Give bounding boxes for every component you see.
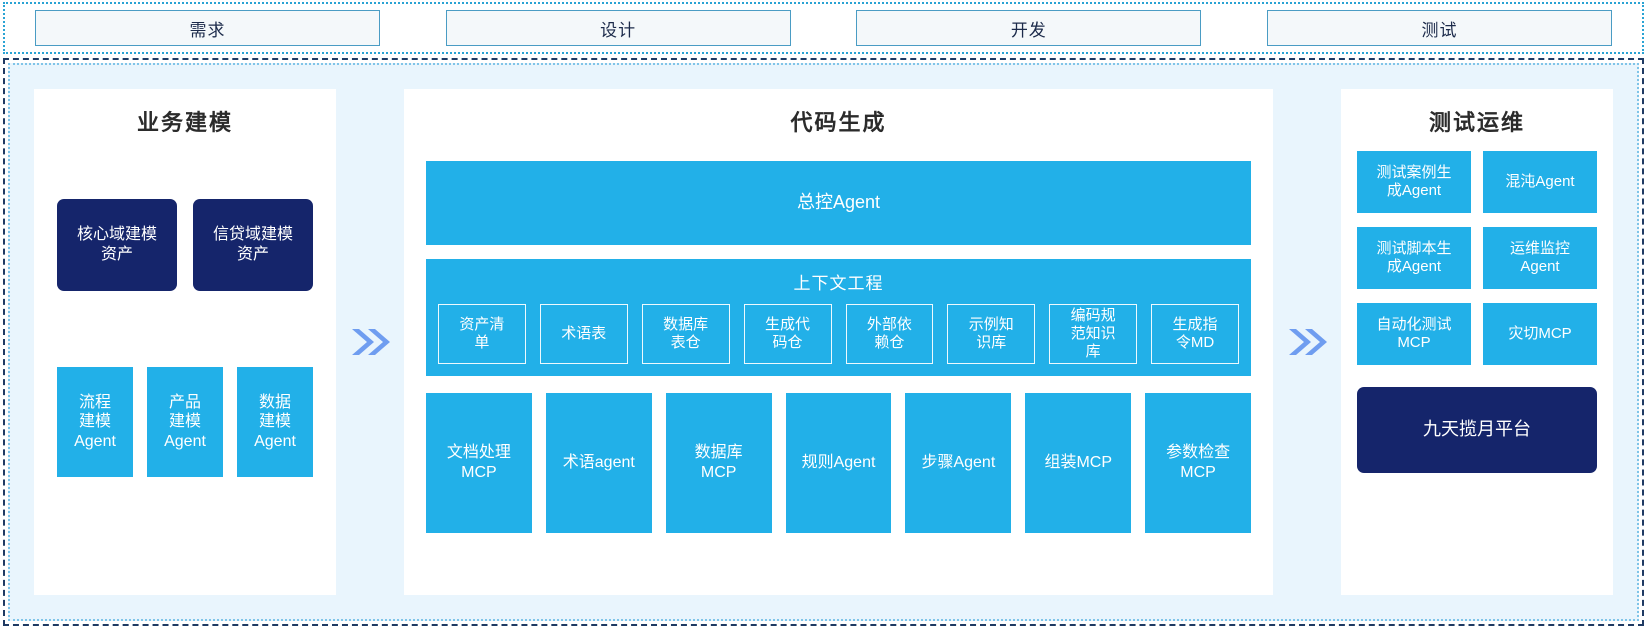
tool-assembly-mcp[interactable]: 组装MCP [1025, 393, 1132, 533]
tool-parameter-check-mcp[interactable]: 参数检查 MCP [1145, 393, 1252, 533]
test-ops-row: 自动化测试 MCP 灾切MCP [1357, 303, 1597, 365]
stage-requirements[interactable]: 需求 [35, 10, 380, 46]
panel-business-modeling: 业务建模 核心域建模 资产 信贷域建模 资产 流程 建模 Agent 产品 建模… [34, 89, 336, 595]
arrow-left-to-mid [336, 65, 404, 619]
tool-disaster-switch-mcp[interactable]: 灾切MCP [1483, 303, 1597, 365]
stage-testing[interactable]: 测试 [1266, 10, 1612, 46]
panel-title: 代码生成 [790, 110, 887, 135]
tool-document-processing-mcp[interactable]: 文档处理 MCP [426, 393, 532, 533]
panel-test-operations: 测试运维 测试案例生 成Agent 混沌Agent 测试脚本生 成Agent 运… [1341, 89, 1613, 595]
stage-development[interactable]: 开发 [856, 10, 1202, 46]
code-generation-body: 总控Agent 上下文工程 资产清 单 术语表 数据库 表仓 生成代 码仓 外部… [404, 137, 1273, 376]
context-engineering-block: 上下文工程 资产清 单 术语表 数据库 表仓 生成代 码仓 外部依 赖仓 示例知… [426, 259, 1251, 376]
tool-automated-test-mcp[interactable]: 自动化测试 MCP [1357, 303, 1471, 365]
asset-credit-domain[interactable]: 信贷域建模 资产 [193, 199, 313, 291]
stage-design[interactable]: 设计 [445, 10, 791, 46]
agent-chaos[interactable]: 混沌Agent [1483, 151, 1597, 213]
agent-data-modeling[interactable]: 数据 建模 Agent [237, 367, 313, 477]
test-ops-row: 测试脚本生 成Agent 运维监控 Agent [1357, 227, 1597, 289]
context-db-table-repo[interactable]: 数据库 表仓 [641, 304, 730, 364]
chevron-double-right-icon [1285, 322, 1329, 362]
agent-process-modeling[interactable]: 流程 建模 Agent [57, 367, 133, 477]
tool-rule-agent[interactable]: 规则Agent [785, 393, 892, 533]
context-coding-standard-knowledge-base[interactable]: 编码规 范知识 库 [1049, 304, 1138, 364]
test-ops-row: 测试案例生 成Agent 混沌Agent [1357, 151, 1597, 213]
context-engineering-title: 上下文工程 [793, 274, 884, 293]
stage-label: 测试 [1421, 20, 1458, 40]
stage-bar: 需求 设计 开发 测试 [3, 2, 1644, 54]
architecture-board: 业务建模 核心域建模 资产 信贷域建模 资产 流程 建模 Agent 产品 建模… [3, 58, 1644, 626]
arrow-mid-to-right [1273, 65, 1341, 619]
board-inner: 业务建模 核心域建模 资产 信贷域建模 资产 流程 建模 Agent 产品 建模… [8, 63, 1639, 621]
agent-ops-monitoring[interactable]: 运维监控 Agent [1483, 227, 1597, 289]
tool-database-mcp[interactable]: 数据库 MCP [665, 393, 772, 533]
context-glossary[interactable]: 术语表 [539, 304, 628, 364]
agent-test-case-generation[interactable]: 测试案例生 成Agent [1357, 151, 1471, 213]
context-item-row: 资产清 单 术语表 数据库 表仓 生成代 码仓 外部依 赖仓 示例知 识库 编码… [438, 304, 1239, 364]
panel-title: 测试运维 [1428, 110, 1525, 135]
master-controller-agent[interactable]: 总控Agent [426, 161, 1251, 245]
context-asset-inventory[interactable]: 资产清 单 [438, 304, 526, 364]
agent-product-modeling[interactable]: 产品 建模 Agent [147, 367, 223, 477]
panel-title: 业务建模 [136, 110, 233, 135]
tool-glossary-agent[interactable]: 术语agent [545, 393, 652, 533]
test-operations-body: 测试案例生 成Agent 混沌Agent 测试脚本生 成Agent 运维监控 A… [1341, 137, 1613, 473]
panel-code-generation: 代码生成 总控Agent 上下文工程 资产清 单 术语表 数据库 表仓 生成代 … [404, 89, 1273, 595]
stage-label: 设计 [600, 20, 637, 40]
code-generation-tool-row: 文档处理 MCP 术语agent 数据库 MCP 规则Agent 步骤Agent… [404, 393, 1273, 533]
asset-core-domain[interactable]: 核心域建模 资产 [57, 199, 177, 291]
context-example-knowledge-base[interactable]: 示例知 识库 [947, 304, 1036, 364]
tool-step-agent[interactable]: 步骤Agent [905, 393, 1012, 533]
stage-label: 需求 [189, 20, 226, 40]
agent-test-script-generation[interactable]: 测试脚本生 成Agent [1357, 227, 1471, 289]
business-asset-group: 核心域建模 资产 信贷域建模 资产 [34, 199, 336, 291]
platform-jiutian-lanyue[interactable]: 九天揽月平台 [1357, 387, 1597, 473]
stage-label: 开发 [1010, 20, 1047, 40]
chevron-double-right-icon [348, 322, 392, 362]
context-external-dependency-repo[interactable]: 外部依 赖仓 [845, 304, 934, 364]
business-agent-group: 流程 建模 Agent 产品 建模 Agent 数据 建模 Agent [34, 367, 336, 477]
context-generated-code-repo[interactable]: 生成代 码仓 [743, 304, 832, 364]
context-generation-instruction-md[interactable]: 生成指 令MD [1151, 304, 1239, 364]
